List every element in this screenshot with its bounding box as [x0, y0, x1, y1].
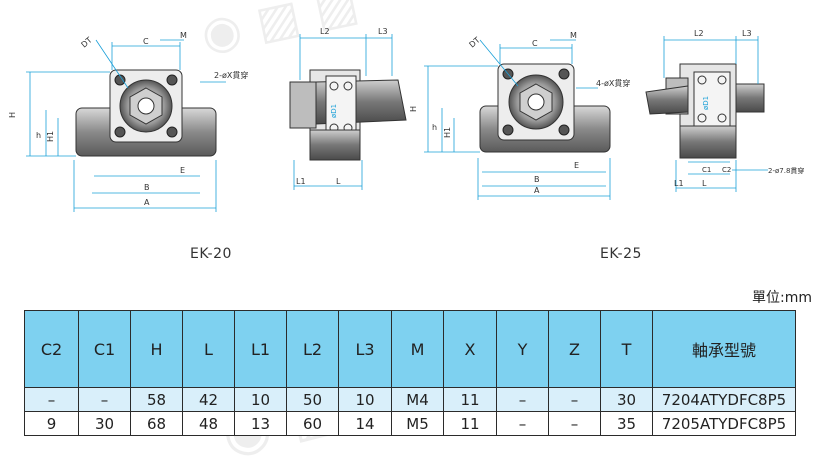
table-cell: 11: [443, 387, 497, 412]
table-cell: –: [78, 387, 131, 412]
ek20-label-dt: DT: [80, 35, 94, 49]
spec-table: C2 C1 H L L1 L2 L3 M X Y Z T 軸承型號 – – 58…: [24, 310, 796, 436]
ek25-side-label-c1: C1: [702, 166, 711, 174]
ek25-front-diagram: C M DT H h H1 E B A 4-øX貫穿: [410, 31, 630, 200]
ek25-label-h1: H1: [443, 127, 452, 138]
table-cell: 42: [182, 387, 235, 412]
ek20-label-h: H: [8, 112, 17, 118]
ek25-label-m: M: [570, 31, 577, 40]
ek25-label-e: E: [574, 161, 579, 170]
ek25-label-h: H: [410, 106, 418, 112]
unit-label: 單位:mm: [752, 290, 812, 306]
ek20-label-e: E: [180, 166, 185, 175]
ek25-side-label-c2: C2: [722, 166, 731, 174]
col-header: Z: [548, 310, 601, 388]
table-cell: 7204ATYDFC8P5: [652, 387, 796, 412]
table-cell: 30: [600, 387, 653, 412]
caption-ek20: EK-20: [190, 246, 232, 262]
col-header: X: [443, 310, 497, 388]
table-row: 9 30 68 48 13 60 14 M5 11 – – 35 7205ATY…: [24, 411, 796, 436]
table-cell: 58: [130, 387, 183, 412]
col-header: C1: [78, 310, 131, 388]
ek25-side-label-l3: L3: [742, 29, 752, 38]
col-header: L3: [338, 310, 392, 388]
table-cell: 35: [600, 411, 653, 436]
ek25-label-c: C: [532, 39, 538, 48]
ek20-side-label-l2: L2: [320, 27, 330, 36]
table-cell: 11: [443, 411, 497, 436]
ek25-label-h-small: h: [432, 123, 437, 132]
table-cell: –: [496, 387, 549, 412]
ek25-label-b: B: [534, 175, 540, 184]
ek20-label-m: M: [180, 31, 187, 40]
col-header: L2: [286, 310, 339, 388]
table-cell: 14: [338, 411, 392, 436]
table-cell: M4: [391, 387, 444, 412]
col-header: C2: [24, 310, 79, 388]
ek20-side-label-l3: L3: [378, 27, 388, 36]
ek20-label-h-small: h: [36, 131, 41, 140]
ek20-label-hole: 2-øX貫穿: [214, 70, 248, 80]
ek25-side-label-l1: L1: [674, 179, 684, 188]
ek20-side-label-l: L: [336, 177, 341, 186]
col-header: H: [130, 310, 183, 388]
ek25-side-label-hole: 2-ø7.8貫穿: [768, 166, 804, 175]
ek20-label-c: C: [143, 37, 149, 46]
ek20-label-h1: H1: [46, 131, 55, 142]
table-cell: M5: [391, 411, 444, 436]
caption-ek25: EK-25: [600, 246, 642, 262]
ek25-side-label-l2: L2: [694, 29, 704, 38]
table-cell: –: [496, 411, 549, 436]
table-cell: 13: [234, 411, 287, 436]
table-row: – – 58 42 10 50 10 M4 11 – – 30 7204ATYD…: [24, 387, 796, 412]
ek20-side-label-d1: øD1: [330, 104, 338, 118]
ek20-label-a: A: [144, 198, 150, 207]
col-header-bearing-model: 軸承型號: [652, 310, 796, 388]
col-header: L: [182, 310, 235, 388]
ek20-label-b: B: [144, 183, 150, 192]
table-cell: 9: [24, 411, 79, 436]
table-cell: 7205ATYDFC8P5: [652, 411, 796, 436]
table-cell: 30: [78, 411, 131, 436]
col-header: M: [391, 310, 444, 388]
ek20-side-label-l1: L1: [296, 177, 306, 186]
col-header: L1: [234, 310, 287, 388]
ek20-side-diagram: L2 L3 L1 L øD1: [289, 27, 407, 190]
spec-table-header-row: C2 C1 H L L1 L2 L3 M X Y Z T 軸承型號: [24, 310, 796, 388]
table-cell: –: [548, 411, 601, 436]
col-header: Y: [496, 310, 549, 388]
table-cell: 60: [286, 411, 339, 436]
ek25-side-label-d1: øD1: [702, 96, 710, 110]
table-cell: –: [548, 387, 601, 412]
table-cell: 48: [182, 411, 235, 436]
table-cell: 50: [286, 387, 339, 412]
ek25-label-a: A: [534, 186, 540, 195]
ek25-side-label-l: L: [702, 179, 707, 188]
ek25-label-hole: 4-øX貫穿: [596, 78, 630, 88]
col-header: T: [600, 310, 653, 388]
table-cell: 68: [130, 411, 183, 436]
table-cell: 10: [234, 387, 287, 412]
ek25-side-diagram: L2 L3 C1 C2 L1 L øD1 2-ø7.8貫穿: [645, 29, 804, 192]
ek20-front-diagram: C M DT H h H1 E B A 2-øX貫穿: [8, 31, 248, 212]
table-cell: –: [24, 387, 79, 412]
table-cell: 10: [338, 387, 392, 412]
ek25-label-dt: DT: [468, 35, 482, 49]
